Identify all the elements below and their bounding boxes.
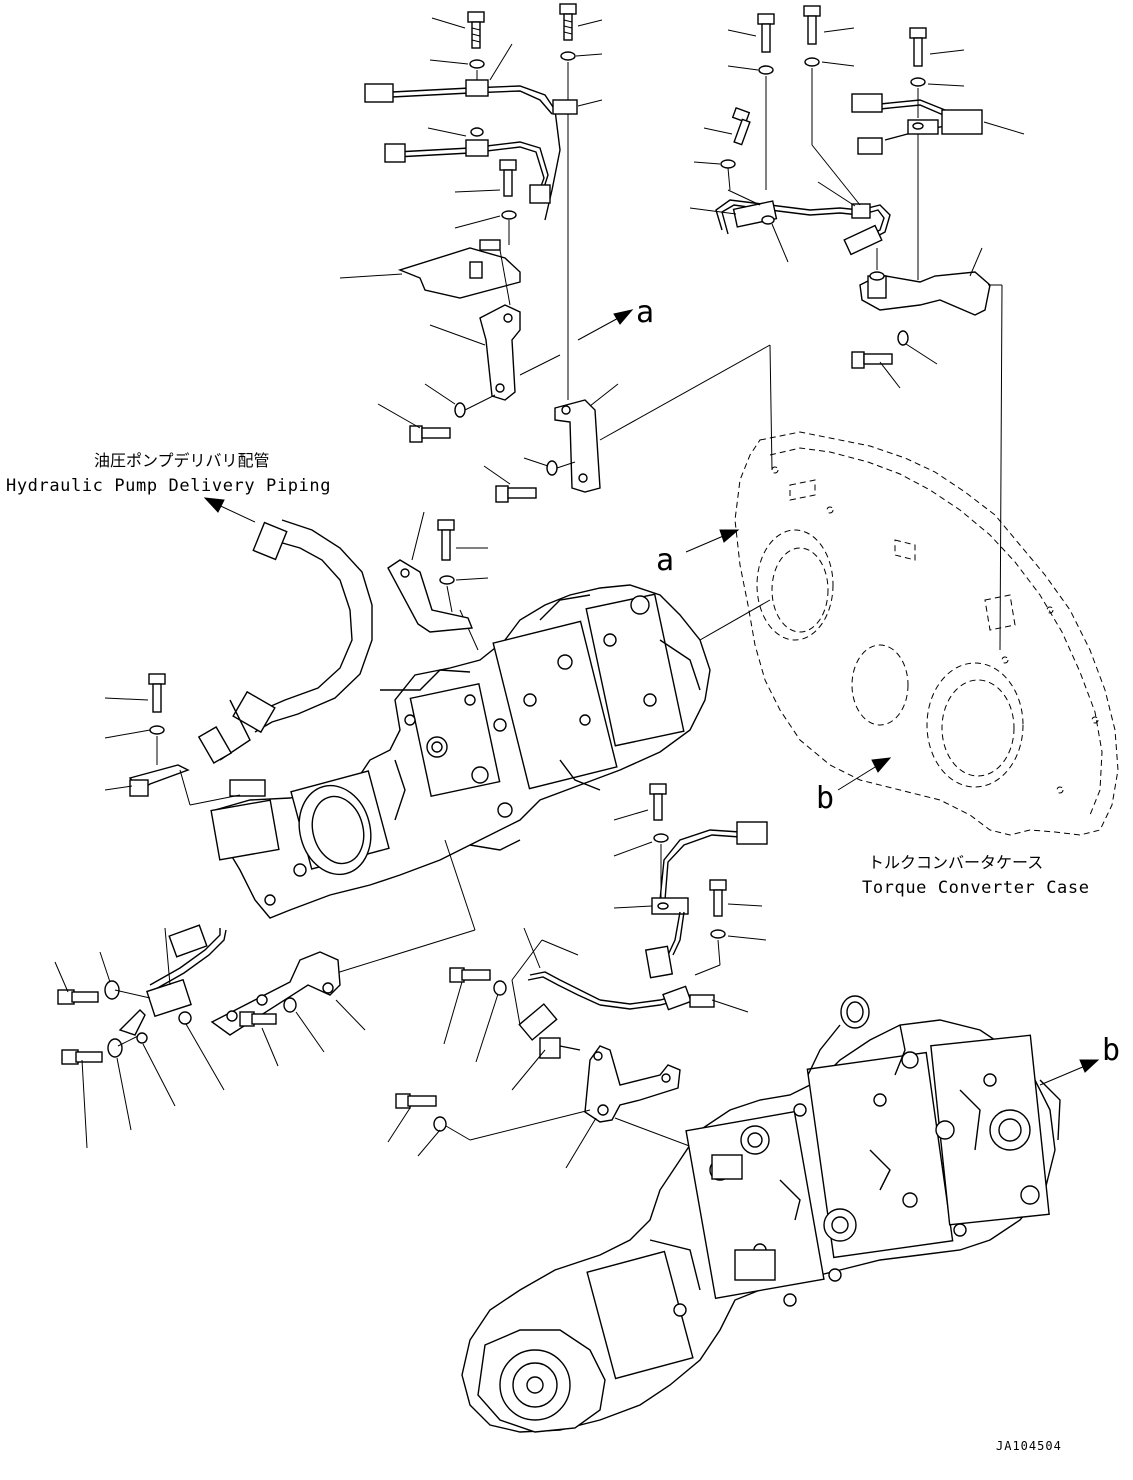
upper-left-harness-assembly	[339, 3, 773, 503]
connector	[843, 224, 883, 256]
bolt	[803, 5, 821, 45]
reference-a-top: a	[636, 295, 654, 330]
hydraulic-piping-label-en: Hydraulic Pump Delivery Piping	[6, 476, 331, 496]
reference-b-mid: b	[816, 781, 834, 816]
bolt	[57, 989, 99, 1005]
drawing-id: JA104504	[996, 1439, 1062, 1453]
arrow-b-to-case	[837, 757, 892, 791]
torque-converter-label-en: Torque Converter Case	[862, 878, 1090, 898]
hydraulic-piping-label-jp: 油圧ポンプデリバリ配管	[94, 451, 270, 470]
bolt	[239, 1011, 277, 1027]
washer	[469, 59, 485, 69]
bolt	[449, 967, 491, 983]
connector	[941, 109, 983, 135]
bracket	[859, 271, 991, 316]
bolt	[61, 1049, 103, 1065]
bolt	[731, 107, 751, 146]
hydraulic-delivery-pipe	[203, 497, 373, 761]
bolt	[437, 519, 455, 561]
bolt	[409, 425, 451, 443]
connector	[851, 93, 883, 113]
bolt	[909, 27, 927, 67]
bolt	[851, 351, 893, 369]
torque-converter-case	[734, 431, 1119, 836]
bolt	[709, 879, 727, 917]
bracket	[554, 399, 601, 493]
connector	[529, 184, 551, 204]
lower-left-harness-cluster	[54, 924, 366, 1149]
connector	[736, 821, 768, 845]
reference-a-mid: a	[656, 543, 674, 578]
connector	[384, 143, 406, 163]
reference-b-right: b	[1102, 1033, 1120, 1068]
connector	[168, 924, 208, 958]
hydraulic-pump-upper	[197, 584, 771, 976]
bracket	[584, 1045, 681, 1123]
bolt	[467, 11, 485, 49]
bracket-plate	[397, 247, 521, 299]
bolt	[649, 783, 667, 821]
bolt	[559, 3, 577, 41]
bolt	[148, 673, 166, 713]
washer	[501, 210, 517, 220]
bolt	[499, 159, 517, 197]
left-clip-cluster	[104, 673, 241, 806]
upper-right-harness-assembly	[689, 5, 1025, 651]
pump-upper-bracket	[387, 511, 489, 633]
bolt	[757, 13, 775, 53]
bolt	[495, 485, 537, 503]
connector	[857, 137, 883, 155]
hydraulic-pump-lower	[461, 995, 1100, 1433]
l-bracket	[479, 304, 521, 401]
arrow-a-to-case	[685, 529, 740, 553]
bolt	[395, 1093, 437, 1109]
washer	[560, 51, 576, 61]
torque-converter-label-jp: トルクコンバータケース	[868, 853, 1043, 872]
connector	[644, 945, 674, 979]
connector	[364, 83, 394, 103]
